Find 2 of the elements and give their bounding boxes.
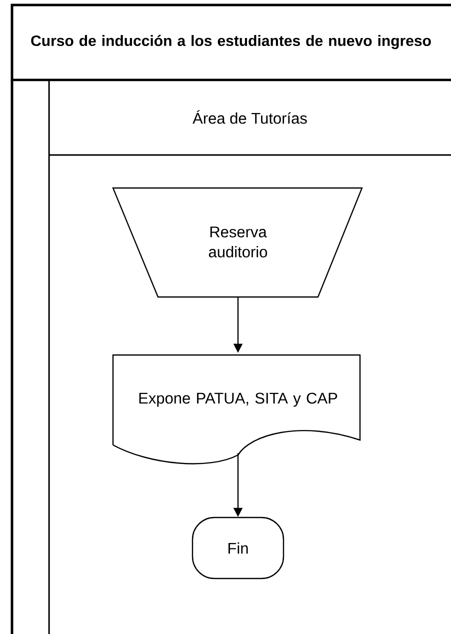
document-shape: Expone PATUA, SITA y CAP (112, 354, 361, 464)
title-band: Curso de inducción a los estudiantes de nuevo ingreso (10, 4, 451, 82)
